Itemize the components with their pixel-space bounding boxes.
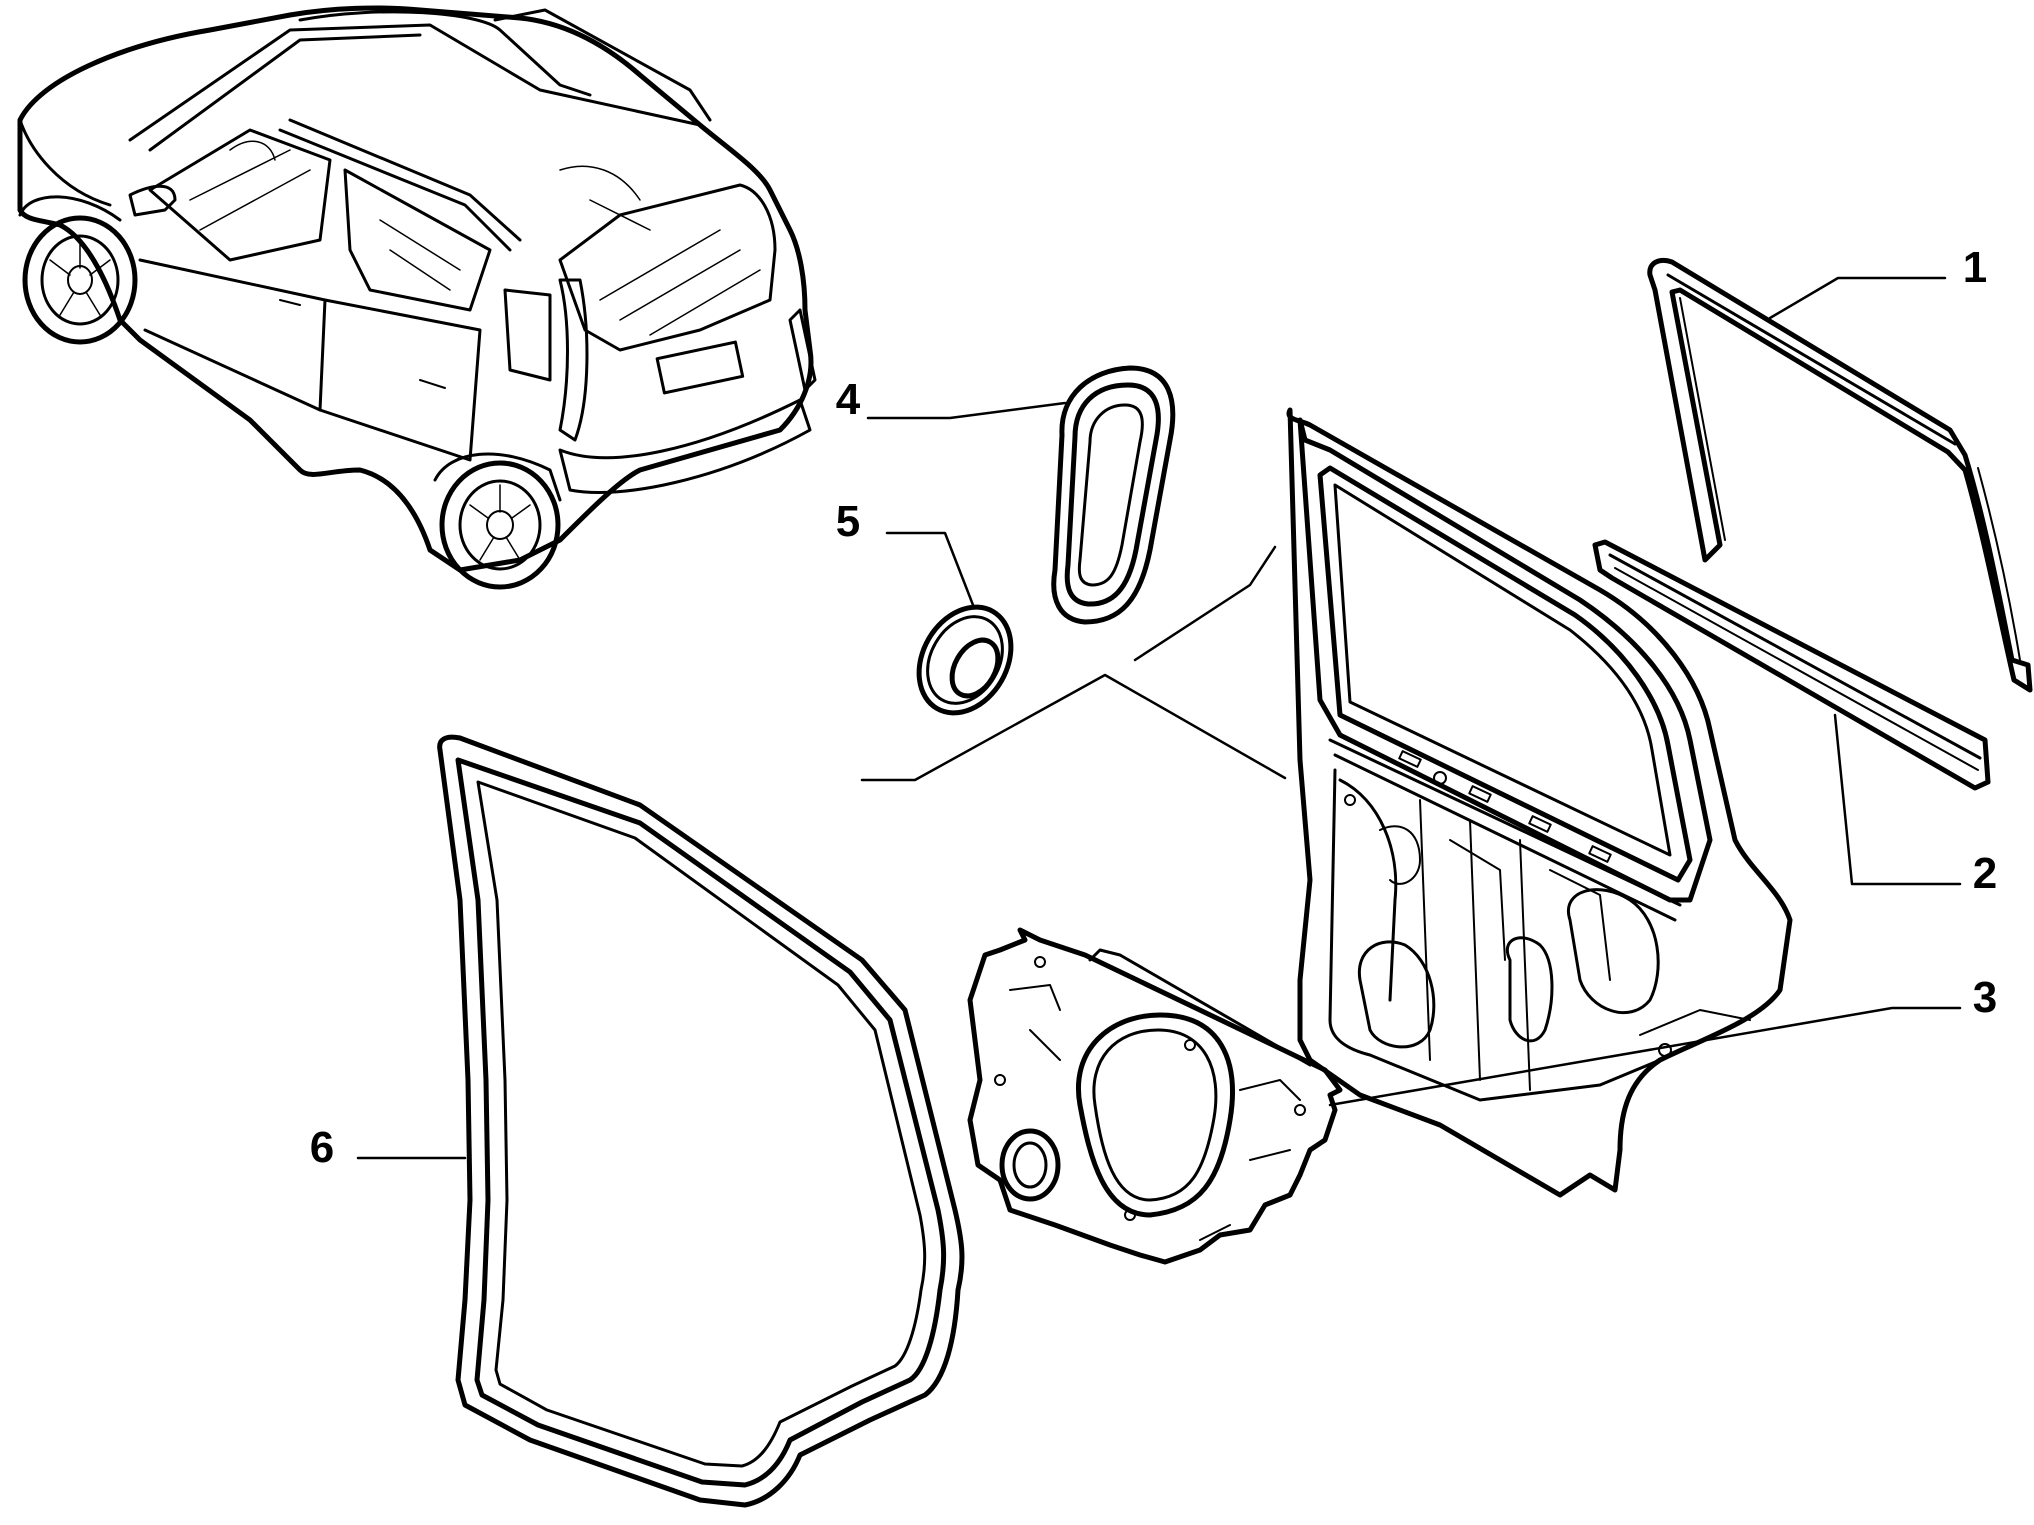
- part-6-door-seal: [437, 734, 965, 1508]
- leader-3: [1328, 1006, 1962, 1107]
- leader-5: [885, 531, 975, 607]
- explode-guide-lines: [860, 545, 1287, 782]
- leader-1: [1768, 276, 1947, 320]
- leader-lines: [356, 276, 1962, 1160]
- part-1-window-channel-seal: [1647, 258, 2033, 693]
- callout-6: 6: [310, 1123, 334, 1172]
- part-3-door-carrier-panel: [967, 927, 1343, 1265]
- callout-1: 1: [1963, 243, 1987, 292]
- part-2-belt-strip: [1592, 539, 1991, 791]
- part-4-oval-seal: [1051, 365, 1176, 625]
- callout-5: 5: [836, 497, 860, 546]
- car-illustration: [17, 5, 817, 590]
- leader-4: [866, 401, 1067, 420]
- callout-2: 2: [1973, 849, 1997, 898]
- door-shell: [1286, 407, 1793, 1198]
- callout-labels: 1 2 3 4 5 6: [310, 243, 1997, 1172]
- callout-4: 4: [836, 375, 861, 424]
- leader-2: [1833, 713, 1962, 886]
- callout-3: 3: [1973, 973, 1997, 1022]
- part-5-round-grommet: [916, 604, 1014, 716]
